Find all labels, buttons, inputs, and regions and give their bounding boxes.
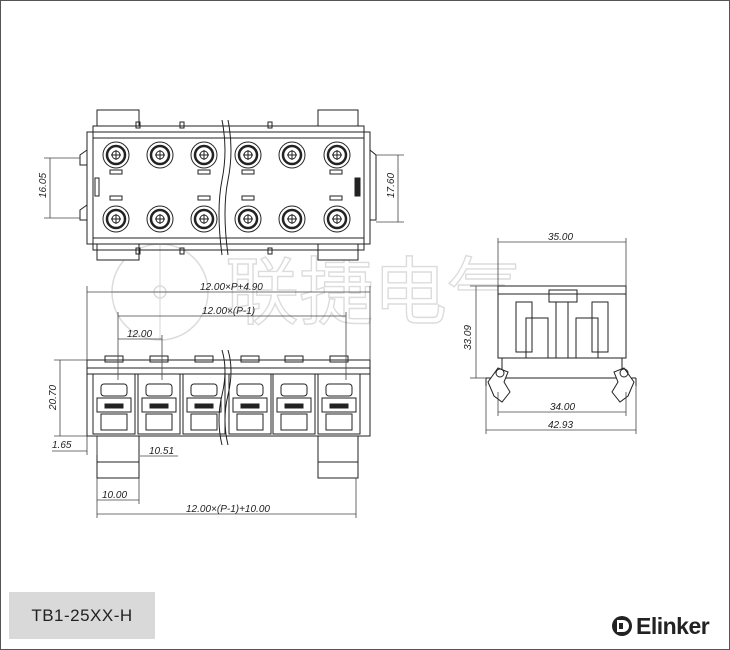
side-view	[485, 285, 637, 403]
dim-inner-span: 12.00×(P-1)	[202, 306, 255, 317]
terminal-cell	[228, 355, 272, 435]
screw-terminal	[102, 205, 130, 233]
top-view	[79, 109, 377, 261]
top-view-dimensions	[44, 154, 404, 223]
screw-terminal	[323, 141, 351, 169]
brand-logo: Elinker	[611, 612, 710, 640]
screw-terminal	[278, 205, 306, 233]
terminal-cell	[182, 355, 226, 435]
terminal-cell	[137, 355, 181, 435]
dim-overall: 12.00×P+4.90	[200, 282, 263, 293]
screw-terminal	[234, 141, 262, 169]
front-view	[86, 349, 371, 479]
screw-terminal	[234, 205, 262, 233]
terminal-cell	[272, 355, 316, 435]
brand-name: Elinker	[636, 612, 710, 639]
front-view-dimensions	[52, 286, 371, 518]
dim-overall-width: 42.93	[548, 420, 573, 431]
side-view-dimensions	[470, 238, 637, 434]
screw-terminal	[146, 205, 174, 233]
part-number-label: TB1-25XX-H	[9, 592, 155, 639]
terminal-cell	[317, 355, 361, 435]
dim-offset: 1.65	[52, 440, 72, 451]
terminal-cell	[92, 355, 136, 435]
dim-bottom-span: 12.00×(P-1)+10.00	[186, 504, 270, 515]
screw-terminal	[323, 205, 351, 233]
screw-terminal	[146, 141, 174, 169]
dim-foot-width: 10.51	[149, 446, 174, 457]
screw-terminal	[102, 141, 130, 169]
watermark: 联捷电气	[111, 243, 522, 341]
dim-16-05: 16.05	[38, 173, 49, 198]
screw-terminal	[278, 141, 306, 169]
dim-top-width: 35.00	[548, 232, 573, 243]
screw-terminal	[190, 205, 218, 233]
screw-terminal	[190, 141, 218, 169]
elinker-logo-icon	[612, 616, 632, 636]
dim-17-60: 17.60	[386, 173, 397, 198]
dim-bottom-foot: 10.00	[102, 490, 127, 501]
screw-terminals	[102, 141, 351, 233]
dim-height: 20.70	[48, 385, 59, 411]
watermark-text: 联捷电气	[225, 250, 521, 336]
dim-side-height: 33.09	[463, 325, 474, 350]
dim-rail-width: 34.00	[550, 402, 575, 413]
dim-pitch: 12.00	[127, 329, 152, 340]
